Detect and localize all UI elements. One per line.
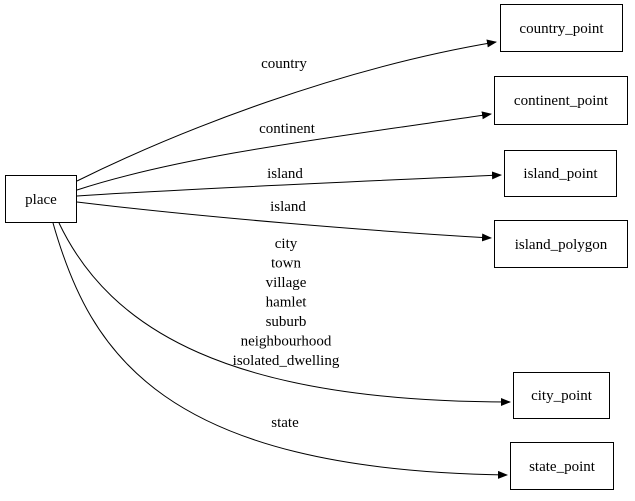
- node-island-polygon: island_polygon: [494, 220, 628, 268]
- node-continent-point-label: continent_point: [514, 93, 609, 109]
- node-island-polygon-box: [494, 220, 628, 268]
- edge-label-city-line-7: isolated_dwelling: [233, 353, 340, 369]
- node-country-point-box: [500, 4, 623, 52]
- edge-place-island-point: island: [76, 166, 502, 197]
- edge-line-city: [58, 222, 511, 406]
- node-state-point: state_point: [510, 442, 614, 490]
- node-country-point-label: country_point: [519, 21, 604, 37]
- edge-label-city-line-1: city: [275, 236, 298, 252]
- edge-label-city-line-2: town: [271, 256, 302, 272]
- node-city-point: city_point: [513, 372, 610, 419]
- edge-label-country: country: [261, 56, 307, 72]
- edge-label-island-point: island: [267, 166, 303, 182]
- node-city-point-label: city_point: [531, 388, 593, 404]
- node-state-point-label: state_point: [529, 459, 596, 475]
- edge-label-state: state: [271, 415, 299, 431]
- node-country-point: country_point: [500, 4, 623, 52]
- edge-line-island-polygon: [76, 201, 492, 242]
- edge-label-continent: continent: [259, 121, 316, 137]
- node-state-point-box: [510, 442, 614, 490]
- node-city-point-box: [513, 372, 610, 419]
- node-island-polygon-label: island_polygon: [515, 237, 608, 253]
- edge-line-state: [52, 222, 508, 479]
- node-continent-point-box: [494, 76, 628, 125]
- edge-place-continent-point: continent: [76, 111, 492, 191]
- node-place-label: place: [25, 192, 57, 208]
- edge-place-island-polygon: island: [76, 199, 492, 242]
- edge-label-city-line-4: hamlet: [266, 295, 308, 311]
- node-place: place: [5, 175, 77, 223]
- edge-label-city-line-3: village: [266, 275, 307, 291]
- edge-label-island-polygon: island: [270, 199, 306, 215]
- edge-line-continent: [76, 111, 492, 191]
- node-continent-point: continent_point: [494, 76, 628, 125]
- edge-place-country-point: country: [76, 39, 497, 182]
- edge-place-city-point: city town village hamlet suburb neighbou…: [58, 222, 511, 406]
- node-island-point-label: island_point: [523, 166, 598, 182]
- edge-line-island-point: [76, 171, 502, 197]
- edge-place-state-point: state: [52, 222, 508, 479]
- edge-label-city-line-5: suburb: [266, 314, 307, 330]
- node-place-box: [5, 175, 77, 223]
- node-island-point: island_point: [504, 150, 617, 197]
- node-island-point-box: [504, 150, 617, 197]
- edge-label-city-line-6: neighbourhood: [241, 334, 332, 350]
- edge-line-country: [76, 39, 497, 182]
